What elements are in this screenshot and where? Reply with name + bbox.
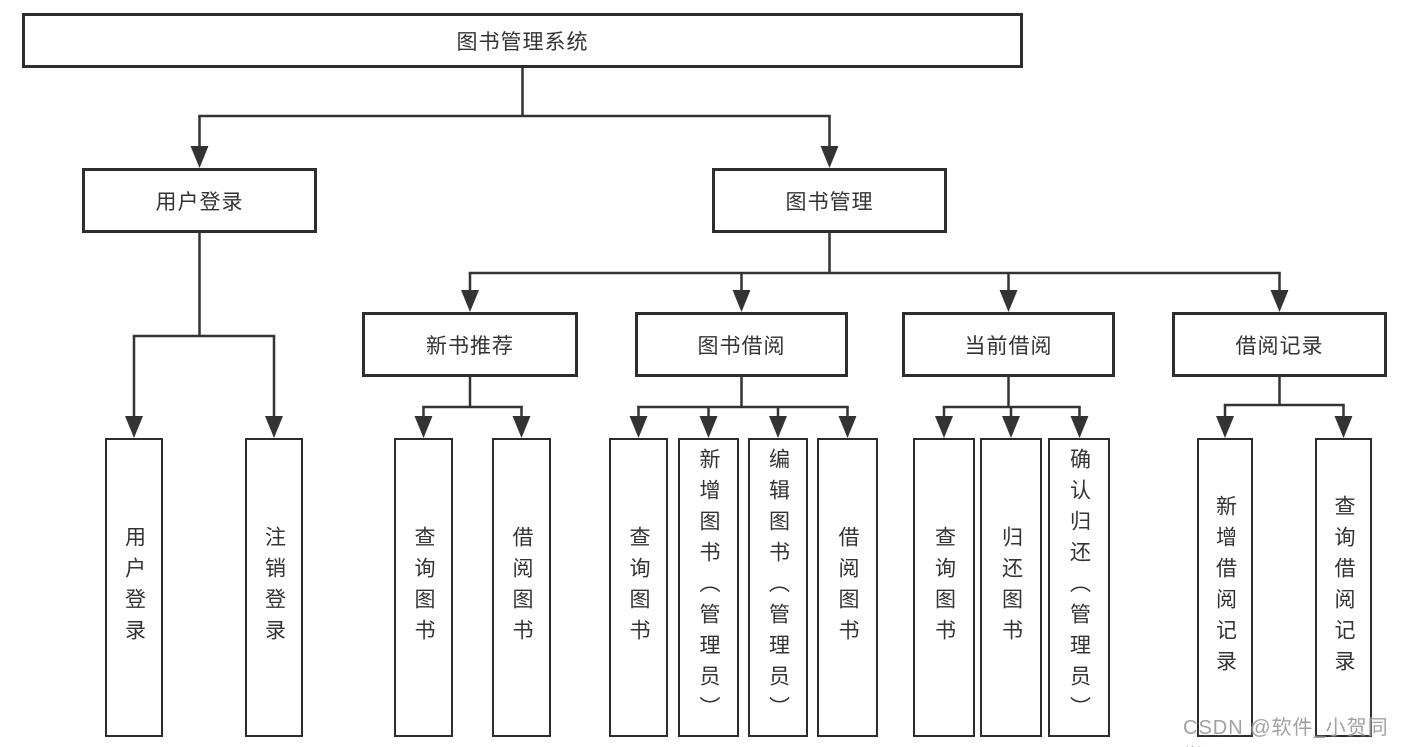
leaf-logout: 注销登录	[245, 438, 303, 737]
node-user-login: 用户登录	[82, 168, 317, 233]
csdn-watermark: CSDN @软件_小贺同学	[1183, 717, 1389, 747]
leaf-add-borrow-record: 新增借阅记录	[1197, 438, 1253, 737]
arrowheads	[125, 146, 1353, 438]
leaf-user-login: 用户登录	[105, 438, 163, 737]
leaf-search-books-borrowing: 查询图书	[609, 438, 668, 737]
leaf-borrow-books: 借阅图书	[817, 438, 878, 737]
leaf-add-books-admin: 新增图书（管理员）	[678, 438, 739, 737]
node-book-borrowing: 图书借阅	[635, 312, 848, 377]
leaf-search-books-current: 查询图书	[913, 438, 975, 737]
leaf-return-books: 归还图书	[980, 438, 1042, 737]
leaf-search-books-recommend: 查询图书	[394, 438, 453, 737]
node-book-management: 图书管理	[712, 168, 947, 233]
leaf-search-borrow-record: 查询借阅记录	[1315, 438, 1372, 737]
leaf-confirm-return-admin: 确认归还（管理员）	[1048, 438, 1110, 737]
leaf-edit-books-admin: 编辑图书（管理员）	[748, 438, 808, 737]
node-new-book-recommend: 新书推荐	[362, 312, 578, 377]
node-root-library-system: 图书管理系统	[22, 13, 1023, 68]
node-current-borrowing: 当前借阅	[902, 312, 1115, 377]
leaf-borrow-books-recommend: 借阅图书	[492, 438, 551, 737]
node-borrowing-records: 借阅记录	[1172, 312, 1387, 377]
